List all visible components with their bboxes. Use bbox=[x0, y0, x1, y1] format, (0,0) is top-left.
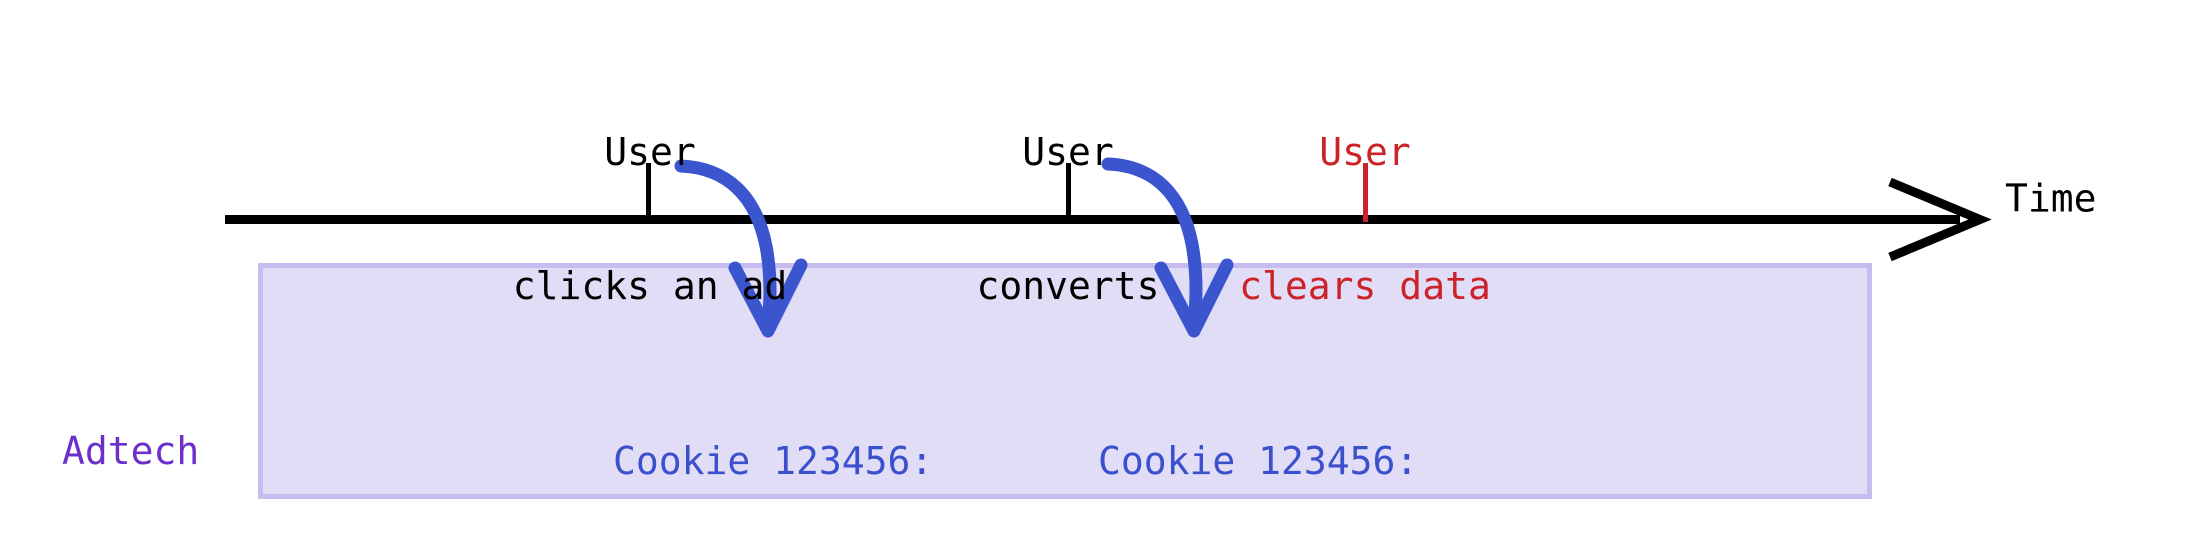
timeline-event-label-convert: User converts bbox=[976, 40, 1159, 399]
timeline-event-label-click: User clicks an ad bbox=[513, 40, 788, 399]
event-clear-line2: clears data bbox=[1239, 264, 1491, 309]
arrow-right-icon bbox=[1888, 177, 1992, 262]
log-converted-line1: Cookie 123456: bbox=[1098, 438, 1419, 483]
event-clear-line1: User bbox=[1319, 129, 1411, 174]
timeline-axis-label: Time bbox=[2005, 176, 2097, 221]
adtech-server-label: Adtech server bbox=[62, 333, 199, 534]
event-click-line2: clicks an ad bbox=[512, 264, 788, 309]
server-log-entry-converted: Cookie 123456: Converted bbox=[1098, 345, 1418, 534]
log-ad-clicked-line1: Cookie 123456: bbox=[613, 438, 934, 483]
adtech-server-box bbox=[258, 263, 1872, 499]
adtech-server-label-line1: Adtech bbox=[62, 429, 200, 473]
event-click-line1: User bbox=[604, 129, 696, 174]
event-convert-line2: converts bbox=[976, 264, 1160, 309]
timeline-event-label-clear: User clears data bbox=[1239, 40, 1491, 399]
arrow-click-to-log bbox=[674, 159, 808, 338]
server-log-entry-ad-clicked: Cookie 123456: Ad clicked bbox=[613, 345, 933, 534]
arrow-convert-to-log bbox=[1101, 157, 1234, 338]
event-convert-line1: User bbox=[1022, 129, 1114, 174]
